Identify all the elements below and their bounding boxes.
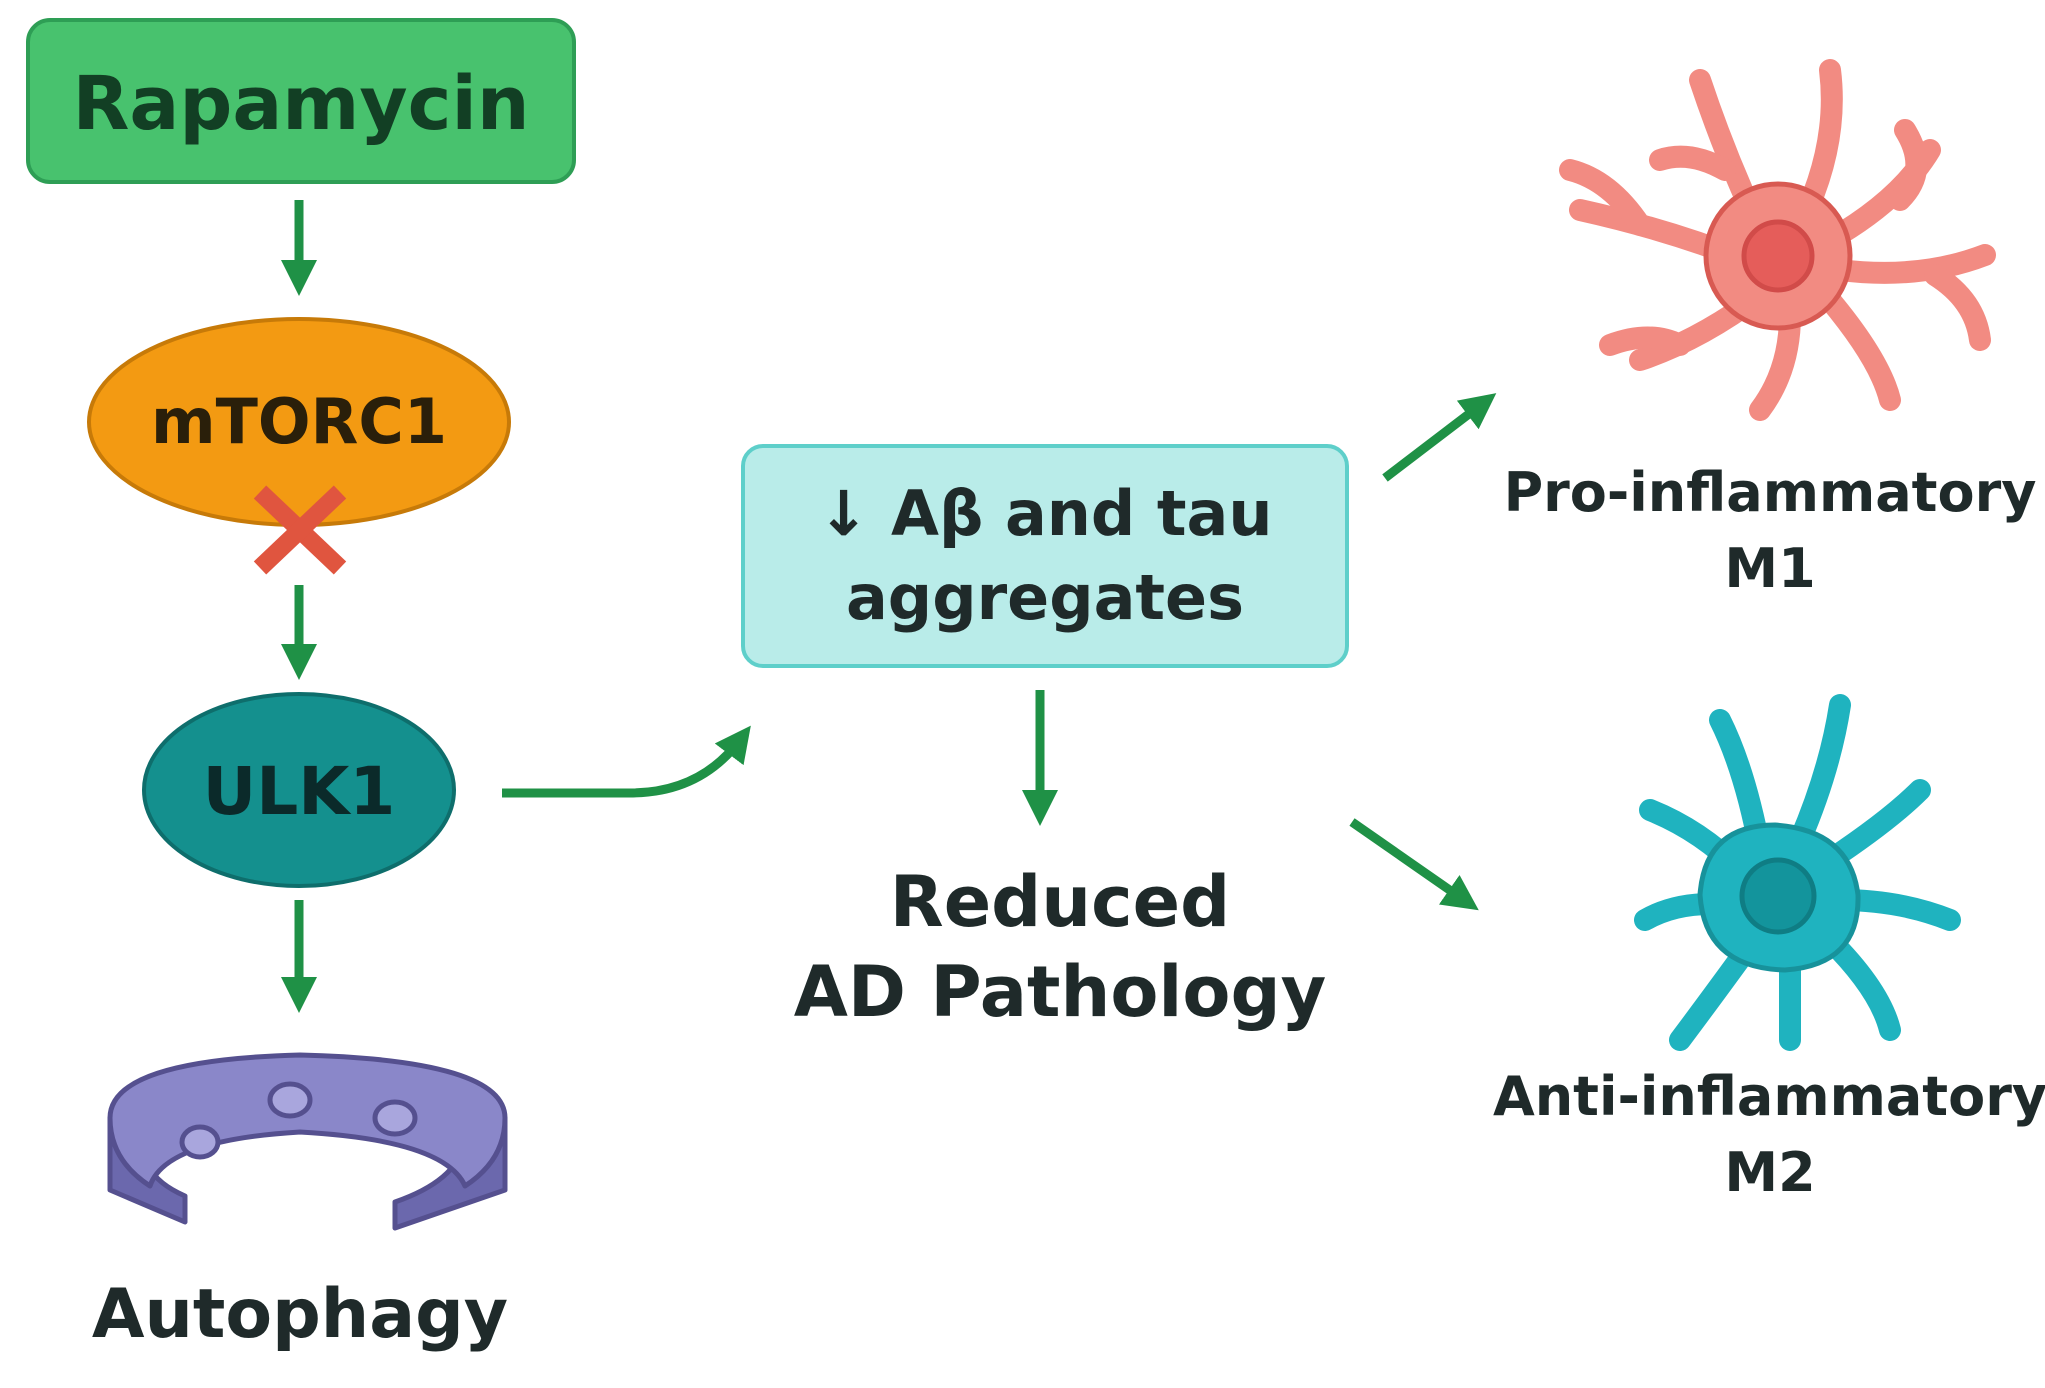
- mtorc1-label: mTORC1: [151, 385, 447, 458]
- autophagosome-icon: [107, 1052, 508, 1231]
- rapamycin-box: [26, 18, 576, 184]
- arrow-ulk1-to-aggregates: [502, 725, 751, 798]
- m1-label-line1: Pro-inflammatory: [1503, 461, 2037, 524]
- arrow-to-m1: [1382, 393, 1497, 482]
- reduced-label-line2: AD Pathology: [793, 951, 1327, 1033]
- pro-inflammatory-microglia-icon: [1559, 59, 1996, 421]
- ulk1-node: [142, 692, 456, 888]
- aggregates-box: [741, 444, 1349, 668]
- m2-label-line2: M2: [1724, 1141, 1816, 1204]
- aggregates-label-line1: ↓ Aβ and tau: [817, 477, 1273, 550]
- reduced-label-line1: Reduced: [889, 861, 1231, 943]
- aggregates-label-line2: aggregates: [845, 561, 1245, 634]
- m1-label-line2: M1: [1724, 537, 1816, 600]
- red-x-icon: [253, 485, 347, 575]
- anti-inflammatory-microglia-icon: [1634, 694, 1961, 1051]
- autophagy-label: Autophagy: [91, 1275, 509, 1354]
- ulk1-label: ULK1: [202, 753, 396, 830]
- rapamycin-label: Rapamycin: [72, 61, 530, 147]
- m2-label-line1: Anti-inflammatory: [1492, 1065, 2045, 1128]
- arrow-to-m2: [1349, 818, 1479, 911]
